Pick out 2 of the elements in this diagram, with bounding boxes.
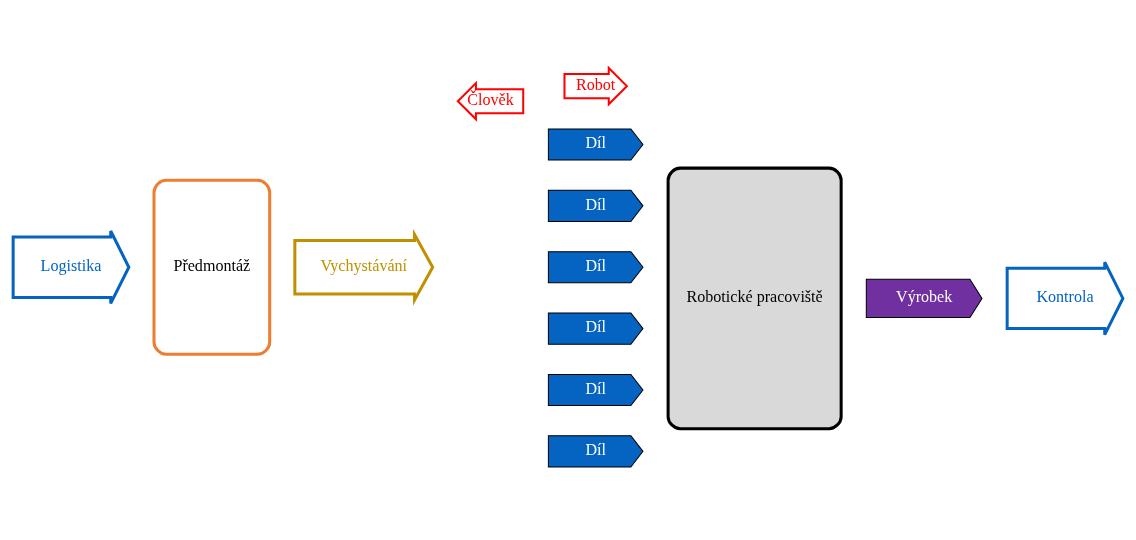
node-box: Předmontáž	[152, 178, 272, 356]
node-box: Robotické pracoviště	[666, 166, 843, 430]
